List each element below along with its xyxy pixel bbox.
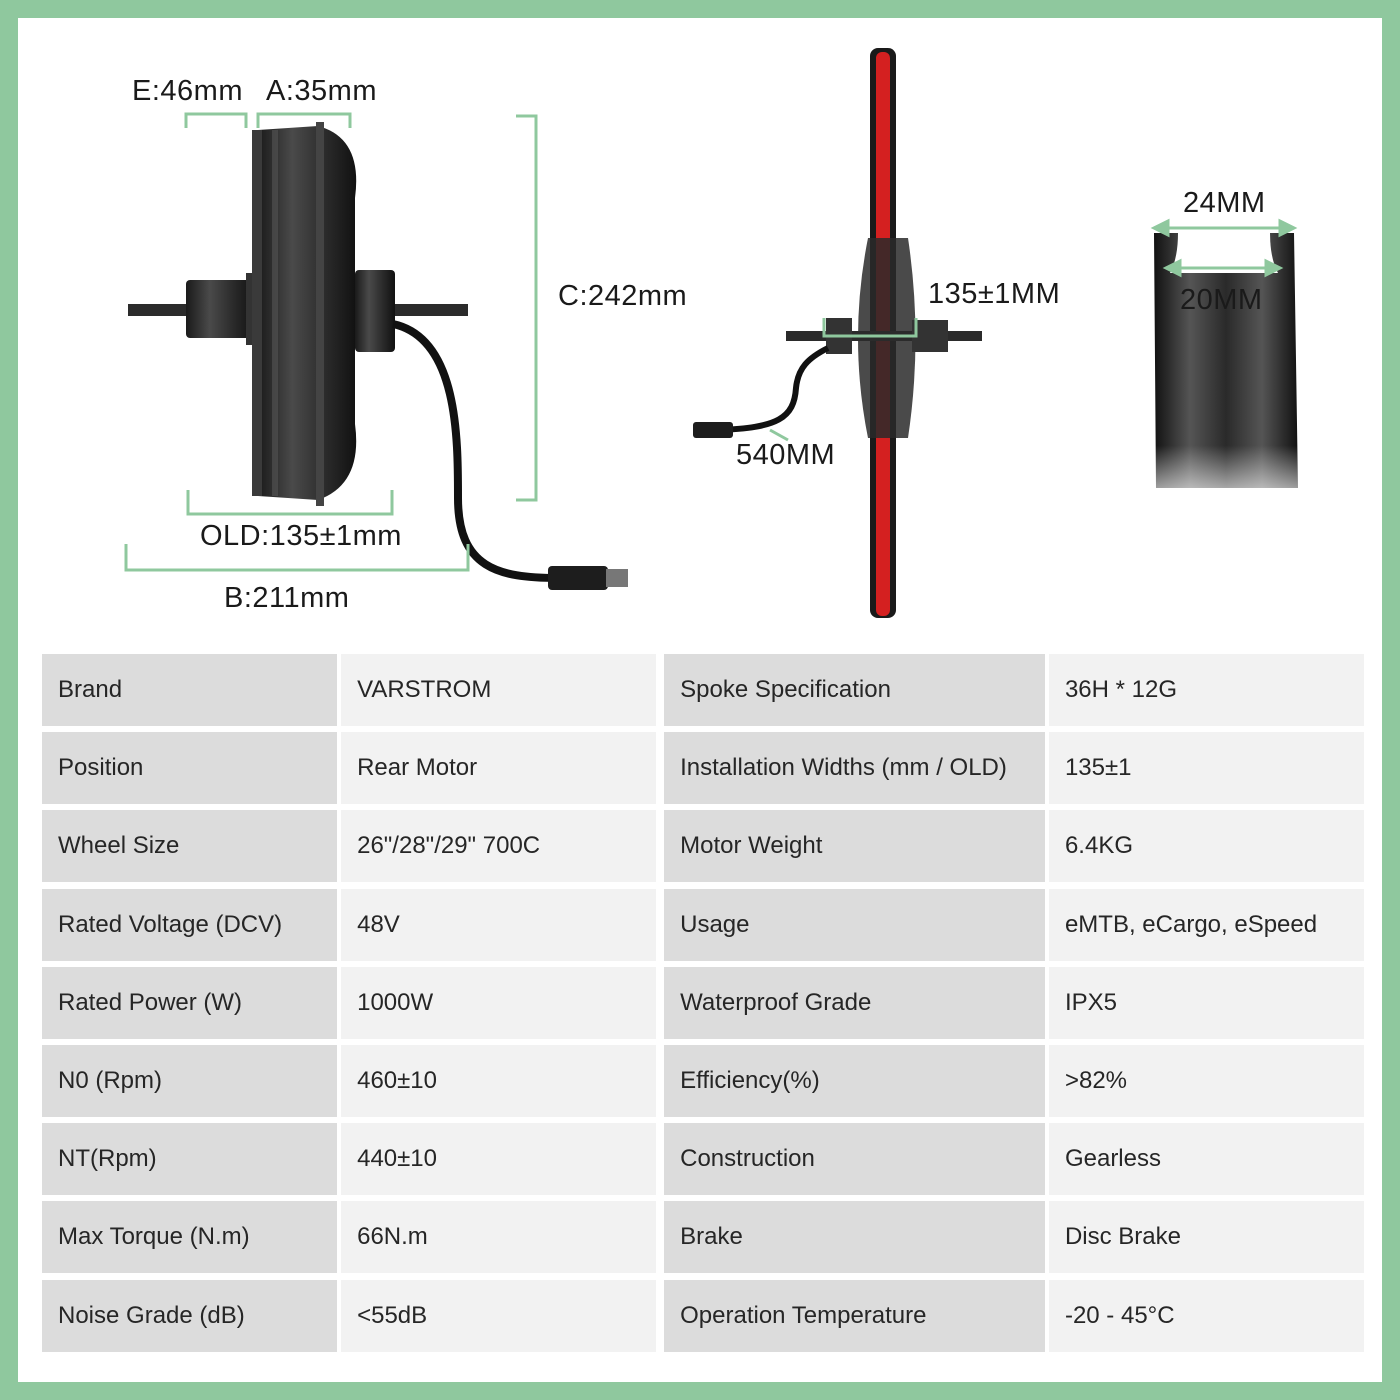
spec-label: Rated Power (W) [42, 966, 338, 1039]
spec-label: Brake [664, 1201, 1045, 1274]
dimension-e-label: E:46mm [132, 75, 243, 107]
spec-value: 1000W [341, 966, 657, 1039]
spec-label: Spoke Specification [664, 654, 1045, 726]
rim-outer-width-label: 24MM [1183, 187, 1266, 219]
rim-inner-width-label: 20MM [1180, 284, 1263, 316]
spec-value: IPX5 [1048, 966, 1364, 1039]
hub-motor-illustration [128, 122, 628, 590]
spec-value: 6.4KG [1048, 810, 1364, 883]
spec-label: Rated Voltage (DCV) [42, 888, 338, 961]
wheel-illustration [693, 48, 982, 618]
spec-value: -20 - 45°C [1048, 1279, 1364, 1352]
spec-label: Motor Weight [664, 810, 1045, 883]
rim-dimension-lines [1150, 218, 1298, 278]
wheel-dimension-lines [769, 318, 918, 442]
spec-value: 135±1 [1048, 732, 1364, 805]
spec-label: NT(Rpm) [42, 1123, 338, 1196]
spec-label: Installation Widths (mm / OLD) [664, 732, 1045, 805]
spec-label: Waterproof Grade [664, 966, 1045, 1039]
spec-value: Rear Motor [341, 732, 657, 805]
rim-profile-illustration [1148, 228, 1308, 518]
spec-label: Wheel Size [42, 810, 338, 883]
wheel-width-label: 135±1MM [928, 278, 1061, 310]
spec-label: Position [42, 732, 338, 805]
spec-value: 66N.m [341, 1201, 657, 1274]
spec-label: Max Torque (N.m) [42, 1201, 338, 1274]
spec-label: N0 (Rpm) [42, 1044, 338, 1117]
spec-value: 460±10 [341, 1044, 657, 1117]
spec-label: Noise Grade (dB) [42, 1279, 338, 1352]
cable-length-label: 540MM [736, 439, 836, 471]
spec-label: Brand [42, 654, 338, 726]
dimension-b-label: B:211mm [224, 582, 350, 614]
spec-value: Gearless [1048, 1123, 1364, 1196]
dimension-diagram: E:46mm A:35mm C:242mm OLD:135±1mm B:211m… [18, 18, 1382, 648]
spec-label: Operation Temperature [664, 1279, 1045, 1352]
motor-dimension-lines [124, 112, 538, 572]
spec-value: 26"/28"/29" 700C [341, 810, 657, 883]
spec-value: >82% [1048, 1044, 1364, 1117]
product-sheet: E:46mm A:35mm C:242mm OLD:135±1mm B:211m… [18, 18, 1382, 1382]
dimension-a-label: A:35mm [266, 75, 377, 107]
spec-label: Efficiency(%) [664, 1044, 1045, 1117]
diagram-graphics [124, 48, 1308, 618]
spec-value: VARSTROM [341, 654, 657, 726]
spec-value: eMTB, eCargo, eSpeed [1048, 888, 1364, 961]
spec-label: Usage [664, 888, 1045, 961]
spec-value: 440±10 [341, 1123, 657, 1196]
dimension-c-label: C:242mm [558, 280, 688, 312]
spec-value: Disc Brake [1048, 1201, 1364, 1274]
spec-value: 48V [341, 888, 657, 961]
spec-value: <55dB [341, 1279, 657, 1352]
spec-value: 36H * 12G [1048, 654, 1364, 726]
dimension-old-label: OLD:135±1mm [200, 520, 402, 552]
spec-label: Construction [664, 1123, 1045, 1196]
